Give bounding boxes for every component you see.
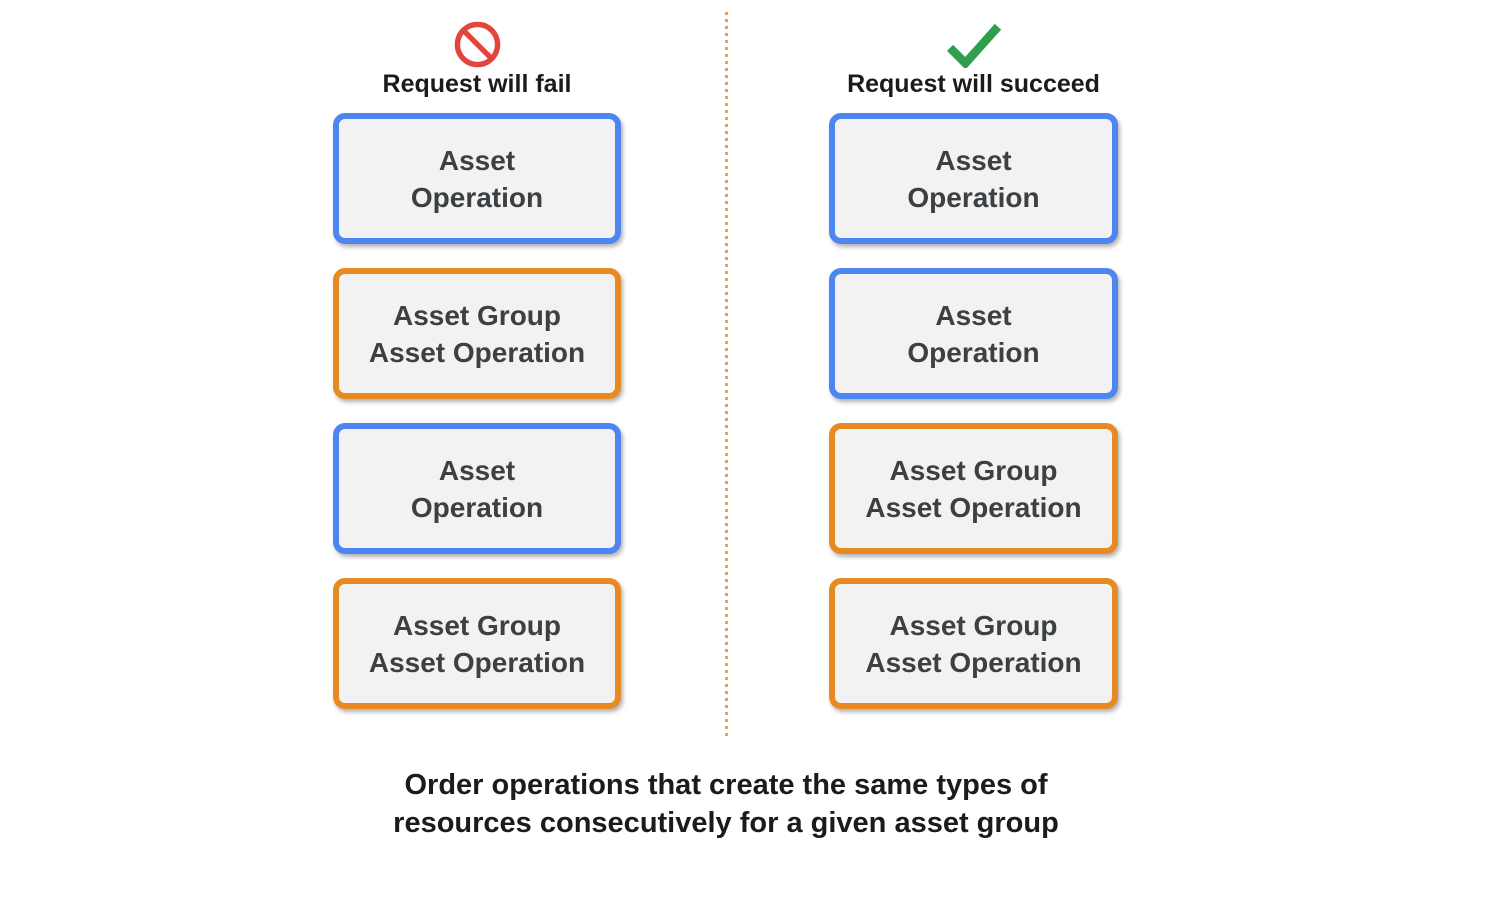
asset-operation-box: Asset Operation: [333, 423, 621, 554]
box-label: Asset Group Asset Operation: [865, 609, 1082, 678]
asset-operation-box: Asset Operation: [829, 113, 1118, 244]
succeed-column-title: Request will succeed: [847, 70, 1100, 98]
fail-column: Request will fail Asset Operation Asset …: [333, 0, 621, 733]
box-label: Asset Operation: [907, 299, 1040, 368]
box-label: Asset Group Asset Operation: [368, 609, 586, 678]
asset-operation-box: Asset Operation: [333, 113, 621, 244]
box-label: Asset Group Asset Operation: [368, 299, 586, 368]
caption: Order operations that create the same ty…: [393, 769, 1059, 839]
asset-group-asset-operation-box: Asset Group Asset Operation: [333, 268, 621, 399]
asset-operation-box: Asset Operation: [829, 268, 1118, 399]
box-label: Asset Operation: [410, 144, 544, 213]
asset-group-asset-operation-box: Asset Group Asset Operation: [829, 423, 1118, 554]
asset-group-asset-operation-box: Asset Group Asset Operation: [333, 578, 621, 709]
box-label: Asset Operation: [907, 144, 1040, 213]
check-icon: [945, 0, 1003, 68]
column-divider-dotted-line: [725, 12, 728, 738]
asset-group-asset-operation-box: Asset Group Asset Operation: [829, 578, 1118, 709]
box-label: Asset Operation: [410, 454, 544, 523]
prohibited-icon: [454, 0, 501, 68]
box-label: Asset Group Asset Operation: [865, 454, 1082, 523]
fail-column-title: Request will fail: [382, 70, 572, 98]
succeed-column: Request will succeed Asset Operation Ass…: [829, 0, 1118, 733]
